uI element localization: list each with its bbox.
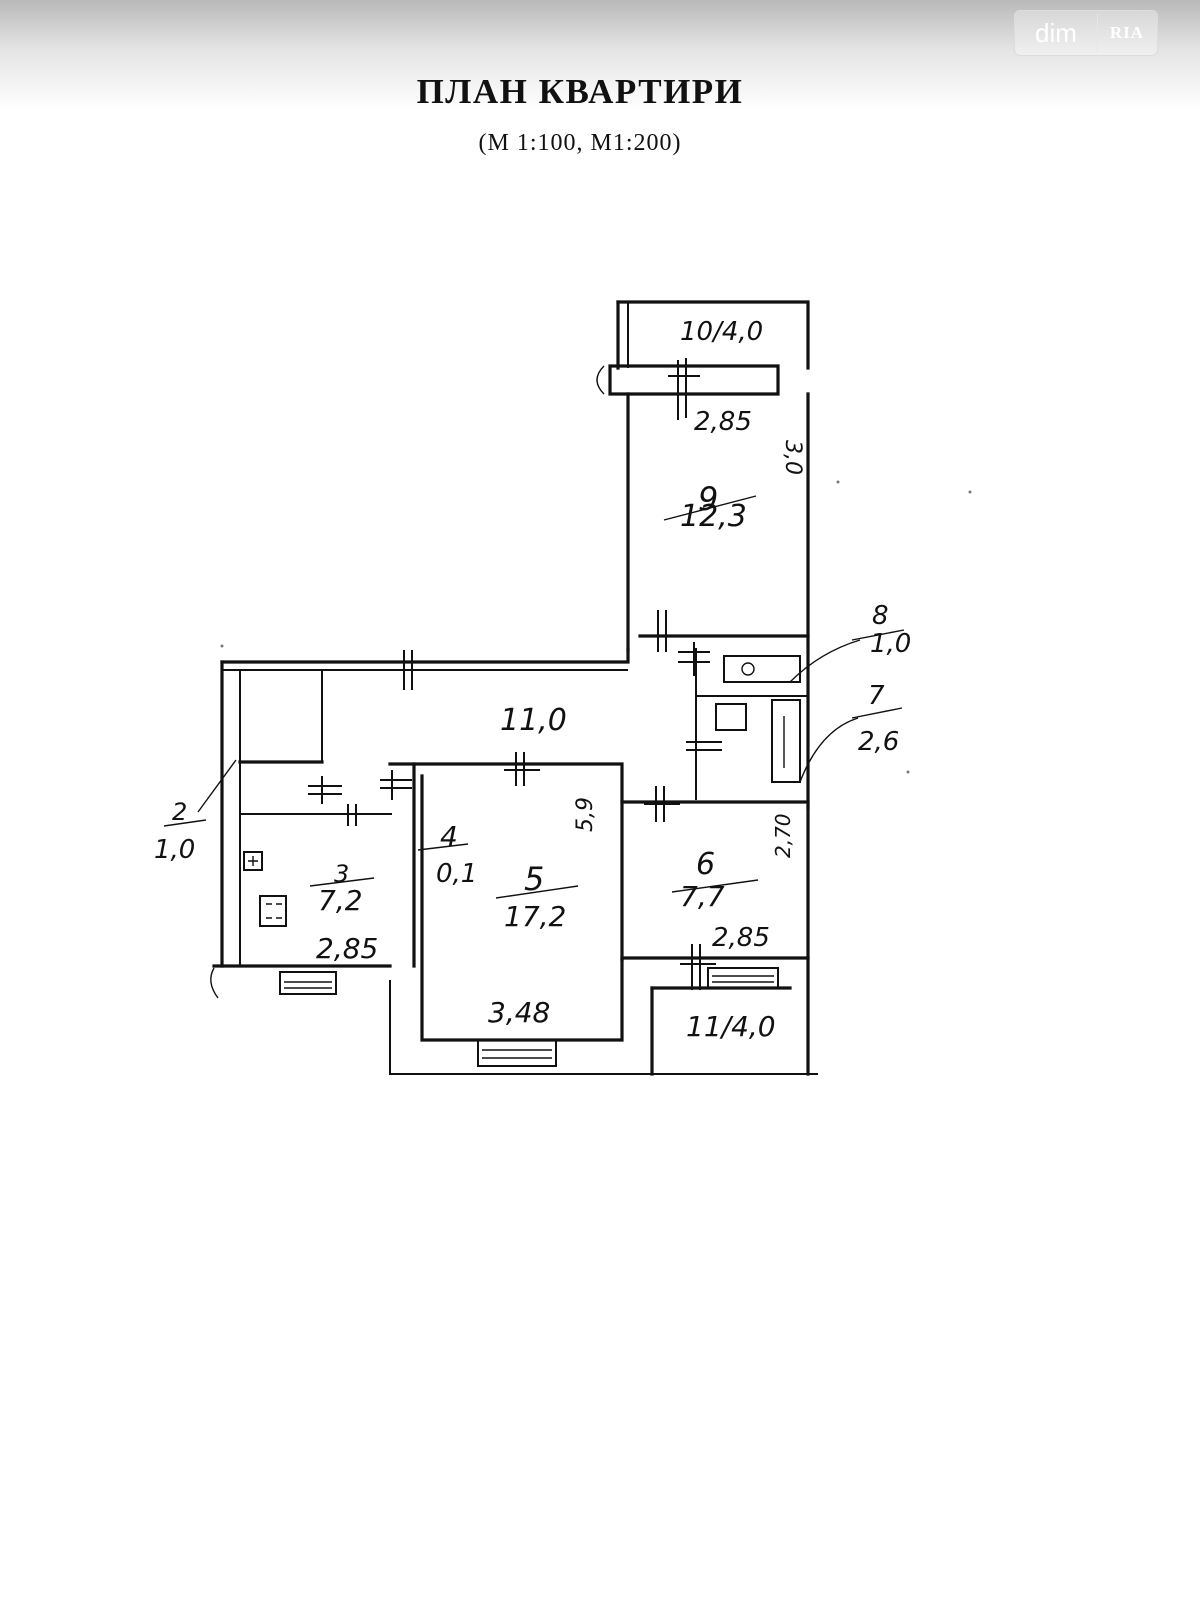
room-9-area: 12,3 bbox=[680, 499, 747, 534]
room-8-area: 1,0 bbox=[870, 629, 911, 659]
room-10-dim: 2,85 bbox=[694, 407, 752, 437]
room-3-area: 7,2 bbox=[318, 884, 363, 917]
room-6-area: 7,7 bbox=[680, 880, 725, 913]
room-2-area: 1,0 bbox=[154, 835, 195, 865]
room-4-area: 0,1 bbox=[436, 859, 477, 889]
room-6-height: 2,70 bbox=[771, 813, 795, 858]
room-9-height: 3,0 bbox=[780, 440, 805, 475]
room-2-number: 2 bbox=[172, 798, 187, 826]
room-5-area: 17,2 bbox=[504, 900, 566, 933]
watermark-dim: dim bbox=[1035, 17, 1077, 48]
room-7-number: 7 bbox=[868, 681, 885, 711]
room-5-dim: 3,48 bbox=[488, 996, 550, 1029]
room-6-number: 6 bbox=[696, 847, 715, 882]
watermark: dim RIA bbox=[1014, 10, 1158, 56]
room-6-dim: 2,85 bbox=[712, 923, 770, 953]
room-10-label: 10/4,0 bbox=[680, 317, 763, 347]
watermark-separator bbox=[1097, 14, 1098, 52]
plan-scale: (М 1:100, М1:200) bbox=[478, 130, 682, 156]
room-5-number: 5 bbox=[524, 860, 544, 898]
room-7-area: 2,6 bbox=[858, 727, 899, 757]
room-8-number: 8 bbox=[872, 601, 889, 631]
plan-title: ПЛАН КВАРТИРИ bbox=[416, 72, 744, 111]
door-marks bbox=[163, 358, 905, 990]
top-shade bbox=[0, 0, 1200, 110]
watermark-ria-logo: RIA bbox=[1109, 23, 1145, 42]
stray-marks bbox=[220, 480, 972, 774]
room-3-number: 3 bbox=[334, 860, 349, 888]
walls bbox=[210, 300, 818, 1076]
room-4-number: 4 bbox=[440, 820, 458, 853]
room-11-label: 11/4,0 bbox=[686, 1010, 776, 1043]
room-1-area: 11,0 bbox=[500, 703, 567, 738]
room-5-height: 5,9 bbox=[573, 797, 598, 832]
room-9-number: 9 bbox=[698, 480, 718, 518]
room-labels: 10/4,0 2,85 3,0 9 12,3 8 1,0 7 2,6 11,0 … bbox=[154, 317, 911, 1043]
room-3-dim: 2,85 bbox=[316, 932, 378, 965]
